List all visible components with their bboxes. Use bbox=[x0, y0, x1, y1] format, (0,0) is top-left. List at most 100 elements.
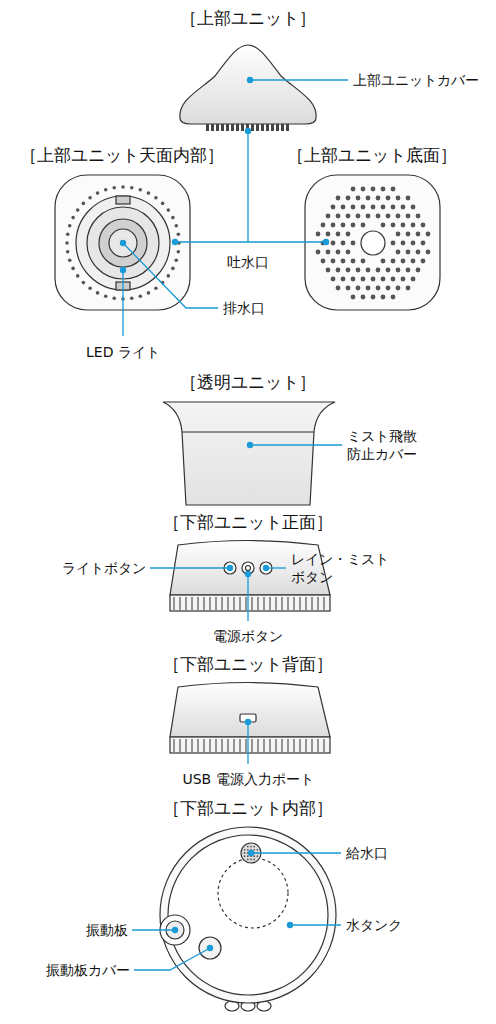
upper-bottom-holes bbox=[356, 286, 361, 291]
upper-bottom-holes bbox=[376, 268, 381, 273]
lower-front-grille bbox=[252, 597, 253, 610]
upper-bottom-holes bbox=[411, 241, 416, 246]
part-name: 振動板カバー bbox=[46, 961, 130, 979]
upper-bottom-holes bbox=[371, 277, 376, 282]
leader-lines bbox=[290, 924, 341, 925]
upper-bottom-holes bbox=[376, 286, 381, 291]
upper-bottom-holes bbox=[411, 205, 416, 210]
upper-cover-nozzles bbox=[226, 124, 229, 131]
section-heading: ［透明ユニット］ bbox=[180, 371, 316, 393]
upper-bottom-holes bbox=[346, 268, 351, 273]
lower-front-grille bbox=[174, 597, 175, 610]
upper-bottom-holes bbox=[411, 223, 416, 228]
upper-bottom-holes bbox=[341, 241, 346, 246]
part-name: 水タンク bbox=[346, 916, 402, 934]
upper-bottom-holes bbox=[426, 232, 431, 237]
upper-bottom-holes bbox=[406, 196, 411, 201]
upper-cover-nozzles bbox=[261, 124, 264, 131]
lower-front-grille bbox=[180, 597, 181, 610]
water-inlet-holes bbox=[253, 849, 255, 851]
leader-dots bbox=[207, 945, 213, 951]
lower-front-grille bbox=[198, 597, 199, 610]
leader-dots bbox=[248, 850, 254, 856]
transparent-unit bbox=[163, 402, 335, 505]
lower-front-grille bbox=[294, 597, 295, 610]
upper-bottom-holes bbox=[371, 205, 376, 210]
upper-bottom-holes bbox=[416, 214, 421, 219]
lower-front-grille bbox=[282, 597, 283, 610]
leader-lines bbox=[175, 241, 326, 242]
upper-bottom-holes bbox=[381, 223, 386, 228]
leader-dots bbox=[245, 719, 251, 725]
upper-inner-holes bbox=[66, 250, 70, 254]
upper-bottom-holes bbox=[386, 214, 391, 219]
lower-front-grille bbox=[288, 597, 289, 610]
upper-bottom-holes bbox=[381, 187, 386, 192]
upper-bottom-holes bbox=[351, 223, 356, 228]
lower-back-grille bbox=[228, 739, 229, 752]
upper-inner-holes bbox=[154, 287, 158, 291]
upper-cover-nozzles bbox=[216, 124, 219, 131]
part-name: ライトボタン bbox=[62, 559, 146, 577]
upper-bottom-holes bbox=[351, 277, 356, 282]
upper-cover-nozzles bbox=[251, 124, 254, 131]
upper-bottom-holes bbox=[341, 259, 346, 264]
water-inlet-holes bbox=[253, 859, 255, 861]
upper-bottom-holes bbox=[401, 223, 406, 228]
upper-inner-holes bbox=[82, 281, 86, 285]
upper-inner-holes bbox=[76, 208, 80, 212]
lower-back-grille bbox=[258, 739, 259, 752]
leader-lines bbox=[250, 444, 342, 445]
lower-back-grille bbox=[276, 739, 277, 752]
upper-cover-nozzles bbox=[236, 124, 239, 131]
upper-bottom-holes bbox=[421, 223, 426, 228]
upper-inner-holes bbox=[112, 297, 116, 301]
part-name: LED ライト bbox=[86, 343, 160, 361]
upper-bottom-holes bbox=[341, 205, 346, 210]
upper-bottom-holes bbox=[401, 205, 406, 210]
water-inlet-holes bbox=[244, 852, 246, 854]
part-name: 排水口 bbox=[223, 299, 265, 317]
lower-front-grille bbox=[264, 597, 265, 610]
lower-back-grille bbox=[222, 739, 223, 752]
upper-bottom-holes bbox=[326, 268, 331, 273]
lower-front-grille bbox=[174, 597, 324, 610]
upper-bottom-holes bbox=[406, 286, 411, 291]
lower-front-grille bbox=[234, 597, 235, 610]
upper-bottom-holes bbox=[401, 277, 406, 282]
leader-lines bbox=[134, 948, 210, 970]
upper-bottom-holes bbox=[336, 214, 341, 219]
leader-dots bbox=[172, 927, 178, 933]
lower-front-grille bbox=[312, 597, 313, 610]
upper-cover bbox=[180, 45, 316, 124]
upper-bottom-holes bbox=[326, 232, 331, 237]
leader-dots bbox=[172, 239, 178, 245]
upper-inner-holes bbox=[66, 232, 70, 236]
part-name: ミスト飛散 防止カバー bbox=[347, 427, 427, 463]
upper-bottom-holes bbox=[351, 295, 356, 300]
lower-back-grille bbox=[246, 739, 247, 752]
leader-dots bbox=[245, 128, 251, 134]
upper-bottom-holes bbox=[336, 232, 341, 237]
lower-front-grille bbox=[210, 597, 211, 610]
upper-inner-holes bbox=[96, 291, 100, 295]
upper-bottom-holes bbox=[366, 196, 371, 201]
upper-cover-nozzles bbox=[256, 124, 259, 131]
upper-cover bbox=[180, 45, 316, 124]
upper-inner-holes bbox=[147, 291, 151, 295]
part-name: 給水口 bbox=[346, 844, 388, 862]
upper-bottom-holes bbox=[396, 268, 401, 273]
lower-back-grille bbox=[240, 739, 241, 752]
lower-back-grille bbox=[270, 739, 271, 752]
lower-front-grille bbox=[300, 597, 301, 610]
lower-back-grille bbox=[192, 739, 193, 752]
upper-bottom-holes bbox=[381, 205, 386, 210]
water-inlet-holes bbox=[247, 849, 249, 851]
upper-inner-holes bbox=[130, 297, 134, 301]
upper-bottom-holes bbox=[371, 187, 376, 192]
water-inlet-holes bbox=[244, 855, 246, 857]
upper-bottom-holes bbox=[346, 232, 351, 237]
upper-bottom-view bbox=[305, 175, 440, 310]
lower-back bbox=[170, 683, 330, 738]
upper-inner-holes bbox=[82, 202, 86, 206]
